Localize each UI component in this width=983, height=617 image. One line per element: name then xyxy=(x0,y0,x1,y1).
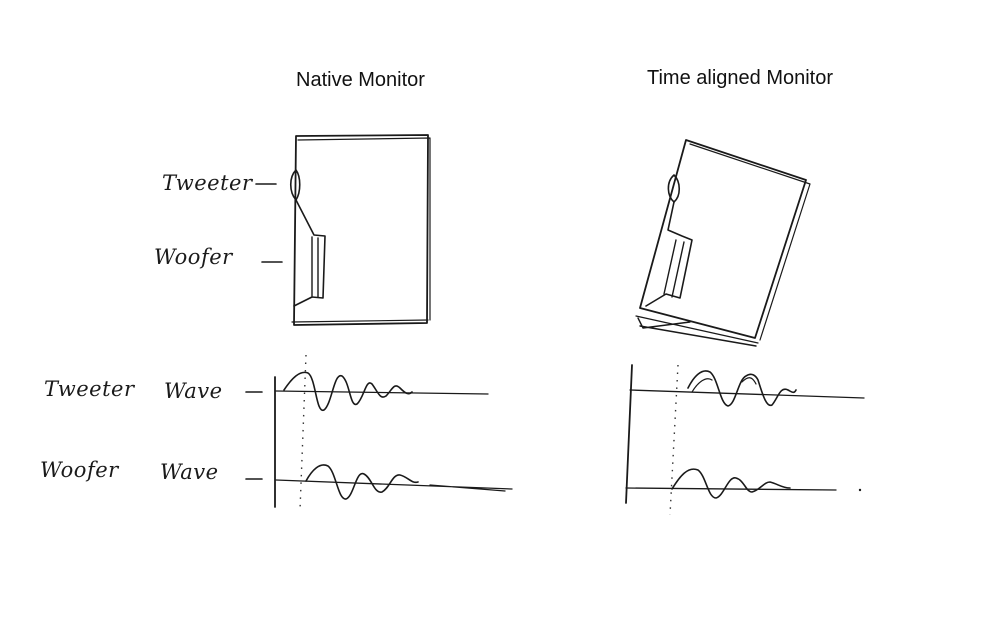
native-woofer-wave xyxy=(275,464,513,500)
woofer-wave-suffix: Wave xyxy=(160,460,219,484)
native-tweeter-wave xyxy=(275,371,489,411)
native-woofer-shape xyxy=(293,199,326,307)
time-aligned-monitor-title: Time aligned Monitor xyxy=(647,67,834,89)
native-monitor-title: Native Monitor xyxy=(296,69,425,91)
native-leader-lines xyxy=(255,183,283,263)
tilted-woofer-shape xyxy=(645,201,693,307)
native-monitor-cabinet xyxy=(291,134,431,326)
native-wave-axis xyxy=(245,354,307,511)
tweeter-wave-suffix: Wave xyxy=(164,379,223,403)
tweeter-label: Tweeter xyxy=(162,171,253,195)
woofer-wave-label: Woofer xyxy=(40,458,119,482)
tilted-tweeter-shape xyxy=(667,174,681,203)
tweeter-wave-label: Tweeter xyxy=(44,377,135,401)
aligned-tweeter-wave xyxy=(629,370,865,407)
woofer-label: Woofer xyxy=(154,245,233,269)
tilted-monitor-cabinet xyxy=(635,139,811,347)
aligned-wave-axis xyxy=(625,364,679,516)
aligned-woofer-wave xyxy=(625,468,862,499)
